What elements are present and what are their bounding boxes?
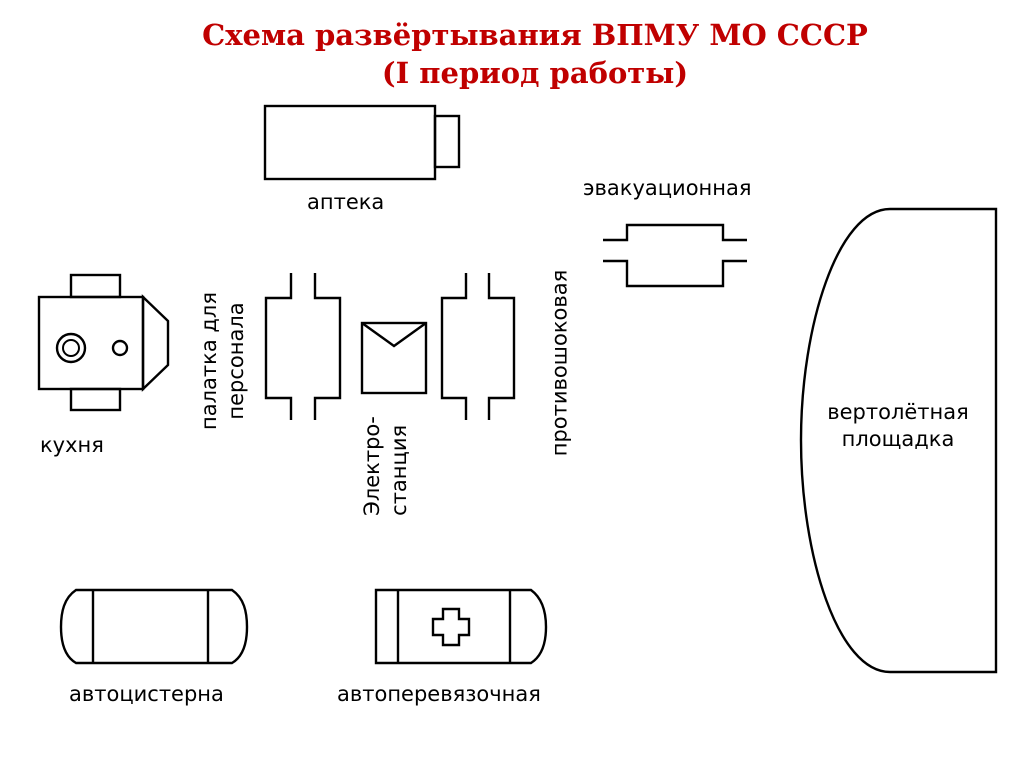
power-station-icon [360, 321, 428, 395]
helipad-label: вертолётная площадка [808, 399, 988, 453]
helipad-label-line1: вертолётная [827, 400, 969, 424]
anti-shock-label-text: противошоковая [547, 269, 572, 457]
power-station-label-line2: станция [387, 424, 411, 516]
staff-tent-label: палатка для персонала [196, 292, 250, 430]
power-station-label: Электро- станция [359, 416, 413, 516]
pharmacy-label: аптека [307, 190, 385, 214]
kitchen-label: кухня [40, 433, 104, 457]
tanker-label: автоцистерна [69, 682, 224, 706]
diagram-subtitle: (I период работы) [381, 56, 689, 90]
helipad-label-line2: площадка [841, 427, 955, 451]
pharmacy-tent-icon [263, 104, 461, 181]
dressing-vehicle-icon [374, 588, 548, 665]
tanker-truck-icon [59, 588, 249, 665]
field-kitchen-icon [37, 273, 170, 412]
helipad-icon [799, 207, 998, 674]
staff-tent-label-line2: персонала [224, 302, 248, 420]
evacuation-label: эвакуационная [583, 176, 752, 200]
evacuation-tent-icon [603, 223, 747, 288]
anti-shock-label: противошоковая [547, 270, 574, 457]
staff-tent-label-line1: палатка для [197, 292, 221, 430]
dressing-vehicle-label: автоперевязочная [337, 682, 541, 706]
power-station-label-line1: Электро- [360, 416, 384, 516]
anti-shock-tent-icon [440, 273, 516, 420]
diagram-title: Схема развёртывания ВПМУ МО СССР [202, 18, 868, 52]
staff-tent-icon [264, 273, 342, 420]
